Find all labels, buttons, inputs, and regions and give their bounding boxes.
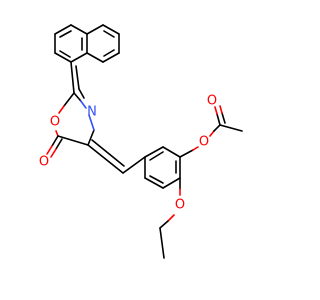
bond bbox=[219, 124, 243, 132]
bond bbox=[70, 61, 75, 94]
atom-labels: O N O O O O bbox=[39, 94, 217, 213]
ring-oxygen-label: O bbox=[50, 115, 60, 130]
bond bbox=[179, 149, 194, 158]
bond-double-inner bbox=[59, 30, 72, 38]
bond bbox=[219, 105, 223, 114]
acetyl-oxygen-label: O bbox=[207, 94, 217, 109]
bond bbox=[86, 52, 104, 63]
bond-double-inner bbox=[103, 49, 115, 57]
bond-double-inner bbox=[59, 50, 71, 58]
bond bbox=[57, 135, 89, 146]
bond-double bbox=[73, 92, 81, 101]
bond bbox=[88, 114, 95, 131]
bond bbox=[50, 148, 57, 158]
ring-nitrogen-label: N bbox=[87, 105, 97, 120]
bond bbox=[162, 177, 181, 189]
bond bbox=[216, 113, 221, 126]
bond bbox=[54, 24, 72, 35]
bond bbox=[86, 24, 104, 35]
bonds bbox=[46, 24, 243, 259]
bond bbox=[87, 129, 95, 146]
bond bbox=[70, 24, 88, 35]
bond bbox=[162, 146, 181, 158]
bond bbox=[102, 24, 120, 35]
bond bbox=[46, 145, 53, 155]
ester-oxygen-label: O bbox=[199, 135, 209, 150]
bond-double-inner bbox=[75, 65, 80, 90]
bond bbox=[91, 139, 125, 167]
bond bbox=[122, 156, 146, 174]
bond bbox=[159, 220, 169, 229]
bond bbox=[209, 130, 215, 137]
bond bbox=[213, 124, 221, 132]
bond bbox=[102, 52, 120, 63]
bond bbox=[63, 92, 75, 107]
bond bbox=[214, 106, 218, 115]
bond bbox=[55, 138, 63, 150]
bond bbox=[54, 52, 72, 63]
bond-double-inner bbox=[149, 151, 164, 161]
bond bbox=[167, 214, 175, 222]
bond-double bbox=[79, 99, 87, 109]
bond bbox=[144, 146, 164, 158]
bond-double bbox=[78, 88, 85, 99]
bond bbox=[159, 227, 165, 259]
ethoxy-oxygen-label: O bbox=[175, 198, 185, 213]
bond-double-inner bbox=[149, 175, 164, 184]
molecule-canvas: O N O O O O bbox=[39, 24, 243, 259]
carbonyl-oxygen-label: O bbox=[39, 155, 49, 170]
bond bbox=[58, 105, 65, 114]
molecule-structure: O N O O O O bbox=[39, 24, 243, 259]
bond bbox=[144, 177, 164, 189]
bond bbox=[51, 135, 59, 147]
bond-double-inner bbox=[103, 30, 115, 38]
bond bbox=[221, 112, 226, 124]
bond bbox=[70, 52, 88, 63]
bond bbox=[192, 146, 199, 151]
bond bbox=[55, 130, 59, 137]
bond bbox=[87, 144, 124, 174]
